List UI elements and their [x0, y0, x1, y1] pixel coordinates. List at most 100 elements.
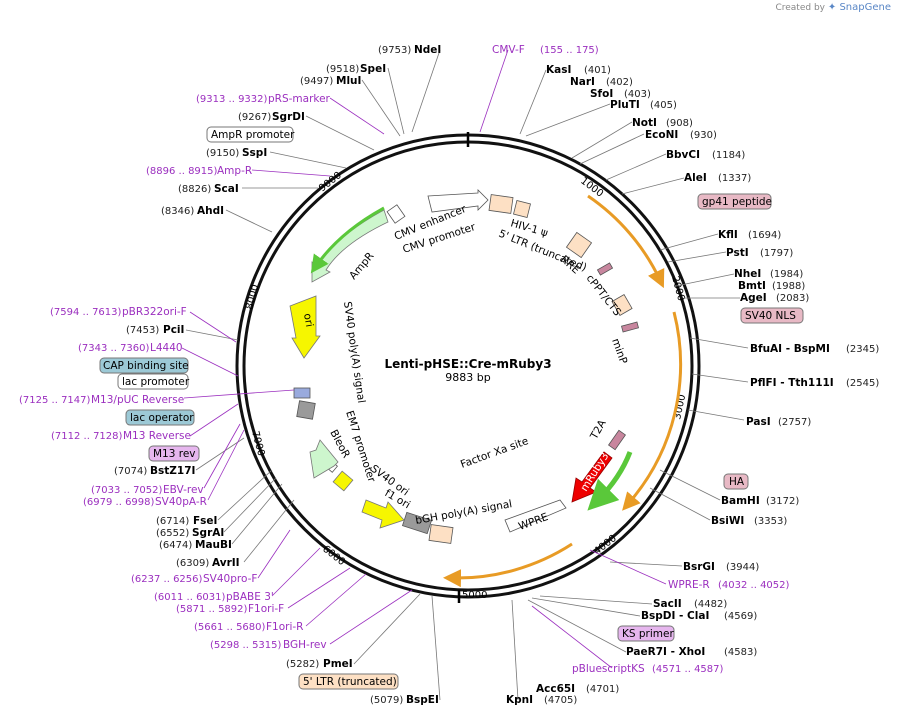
enzyme-bmti-pos: (1988)	[772, 281, 805, 292]
f1-ori-gray-box	[401, 511, 433, 535]
primer-pbabe: pBABE 3'	[226, 591, 274, 603]
box-lac-operator-bg	[125, 409, 195, 426]
primer-f1orir: F1ori-R	[266, 621, 303, 633]
enzyme-clai: BspDI - ClaI	[641, 610, 709, 622]
primer-f1orif-range: (5871 .. 5892)	[176, 604, 248, 615]
enzyme-kfli-pos: (1694)	[748, 230, 781, 241]
cre-orf-arc-1	[587, 194, 665, 289]
lead-pcii	[185, 329, 239, 341]
enzyme-kpni: KpnI	[506, 694, 533, 706]
green-orf-arrow	[587, 451, 633, 511]
enzyme-agei: AgeI	[740, 292, 767, 304]
enzyme-pcii-pos: (7453)	[126, 325, 159, 336]
enzyme-bbvci-pos: (1184)	[712, 150, 745, 161]
primer-prs: pRS-marker	[268, 93, 331, 105]
primer-m13rev: M13 Reverse	[123, 430, 191, 442]
box-gp41: gp41 peptide	[702, 196, 772, 208]
primer-l4440-range: (7343 .. 7360)	[78, 343, 150, 354]
primer-pbs: pBluescriptKS	[572, 663, 645, 675]
box-ha-bg	[723, 473, 749, 490]
enzyme-bfuai-pos: (2345)	[846, 344, 879, 355]
lead-pmei	[353, 593, 421, 665]
enzyme-nhei-pos: (1984)	[770, 269, 803, 280]
lead-bstz17i	[195, 437, 245, 471]
cppt-box	[596, 262, 614, 276]
enzyme-pmei: PmeI	[323, 658, 353, 670]
enzyme-bamhi-pos: (3172)	[766, 496, 799, 507]
tick-2000: 2000	[669, 275, 686, 302]
lead-xhoi	[527, 599, 627, 653]
factor-xa-label: Factor Xa site	[459, 435, 530, 471]
lead-maubi	[231, 483, 283, 545]
primer-prs-range: (9313 .. 9332)	[196, 94, 268, 105]
enzyme-bbvci: BbvCI	[666, 149, 700, 161]
bleor-arrow	[309, 439, 339, 479]
primer-bgh: BGH-rev	[283, 639, 327, 651]
enzyme-sfoi: SfoI	[590, 88, 613, 100]
enzyme-bmti: BmtI	[738, 280, 766, 292]
enzyme-pluti: PluTI	[610, 99, 640, 111]
lead-kpni	[511, 599, 519, 701]
box-sv40nls: SV40 NLS	[745, 310, 796, 322]
enzyme-nari: NarI	[570, 76, 595, 88]
plead-ampr	[251, 169, 331, 177]
bgh-box	[428, 524, 454, 544]
enzyme-noti-pos: (908)	[666, 118, 693, 129]
minp-label: minP	[609, 337, 629, 366]
plead-pbr	[189, 311, 237, 343]
lead-pflfi	[691, 373, 749, 383]
primer-cmv-f: CMV-F	[492, 44, 525, 56]
hiv-psi-box	[513, 200, 531, 218]
lead-mlui	[361, 79, 401, 137]
lead-clai	[531, 597, 641, 617]
enzyme-spei-pos: (9518)	[326, 64, 359, 75]
enzyme-kasi: KasI	[546, 64, 571, 76]
enzyme-fsei-pos: (6714)	[156, 516, 189, 527]
enzyme-sgrdi: SgrDI	[272, 111, 305, 123]
enzyme-econi: EcoNI	[645, 129, 678, 141]
box-5ltr: 5' LTR (truncated)	[303, 676, 397, 688]
sv40-polya-label: SV40 poly(A) signal	[341, 301, 367, 404]
enzyme-bsrgi: BsrGI	[683, 561, 715, 573]
sv40-polya-box	[296, 400, 316, 420]
enzyme-bspei: BspEI	[406, 694, 439, 706]
enzyme-ndei-pos: (9753)	[378, 45, 411, 56]
primer-pbr-range: (7594 .. 7613)	[50, 307, 122, 318]
ori-arrow	[289, 295, 321, 359]
enzyme-agei-pos: (2083)	[776, 293, 809, 304]
primer-cmv-f-range: (155 .. 175)	[540, 45, 599, 56]
enzyme-maubi: MauBI	[195, 539, 232, 551]
enzyme-bfuai: BfuAI - BspMI	[750, 343, 830, 355]
f1-ori-arrow	[361, 499, 405, 529]
plead-sv40pa	[207, 429, 245, 501]
box-cap-bg	[99, 357, 189, 374]
map-length: 9883 bp	[445, 371, 490, 384]
lead-kasi	[519, 69, 547, 135]
t2a-label: T2A	[588, 417, 609, 442]
box-ha: HA	[729, 476, 745, 488]
box-ampr-promoter-bg	[206, 126, 294, 143]
enzyme-alei-pos: (1337)	[718, 173, 751, 184]
enzyme-sgrai-pos: (6552)	[156, 528, 189, 539]
enzyme-sspi: SspI	[242, 147, 267, 159]
plead-pbabe	[271, 547, 321, 597]
box-lac-promoter: lac promoter	[122, 376, 190, 388]
lead-sacii	[539, 595, 653, 605]
lead-bamhi	[659, 469, 721, 501]
primer-m13puc: M13/pUC Reverse	[91, 394, 184, 406]
ampr-green-line	[310, 206, 385, 274]
enzyme-acc65i-pos: (4701)	[586, 684, 619, 695]
box-sv40nls-bg	[740, 307, 804, 324]
plead-f1orir	[305, 573, 367, 627]
enzyme-acc65i: Acc65I	[536, 683, 575, 695]
box-ks: KS primer	[622, 628, 674, 640]
enzyme-pcii: PciI	[163, 324, 184, 336]
enzyme-kasi-pos: (401)	[584, 65, 611, 76]
lead-ndei	[411, 49, 441, 133]
lead-bsiwi	[649, 487, 711, 521]
enzyme-avrii-pos: (6309)	[176, 558, 209, 569]
lead-bsrgi	[609, 561, 683, 567]
enzyme-psti: PstI	[726, 247, 749, 259]
ori-label: ori	[301, 312, 315, 328]
